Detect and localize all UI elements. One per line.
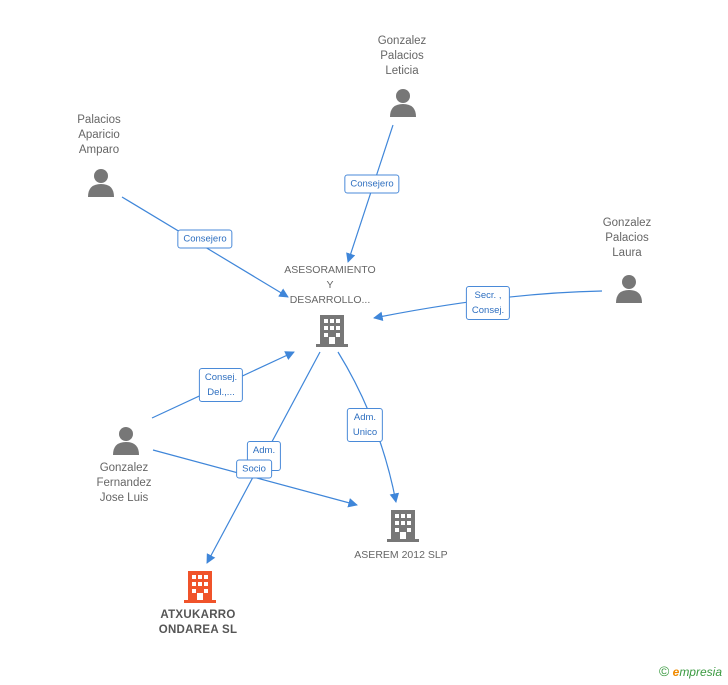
brand-logo-e: e: [672, 665, 680, 679]
edge-label-laura-secr[interactable]: Secr. , Consej.: [465, 286, 511, 320]
node-label-amparo[interactable]: Palacios Aparicio Amparo: [77, 114, 121, 156]
edge-label-socio[interactable]: Socio: [236, 459, 272, 479]
edge-label-joseluis-consej-del[interactable]: Consej. Del.,...: [198, 368, 244, 402]
building-icon-aserem: [387, 510, 419, 542]
edge-label-leticia-consejero[interactable]: Consejero: [344, 174, 400, 194]
edge-label-adm-unico[interactable]: Adm. Unico: [346, 408, 384, 442]
building-icon-asesoramiento: [316, 315, 348, 347]
person-icon-leticia: [390, 89, 416, 117]
brand-logo-text: mpresia: [679, 665, 722, 679]
person-icon-laura: [616, 275, 642, 303]
edge-leticia-asesoramiento: [346, 124, 394, 263]
node-label-aserem[interactable]: ASEREM 2012 SLP: [354, 549, 448, 561]
footer-brand[interactable]: © empresia: [659, 663, 722, 679]
person-icon-jose-luis: [113, 427, 139, 455]
node-label-asesoramiento[interactable]: ASESORAMIENTO Y DESARROLLO...: [284, 264, 376, 306]
node-label-laura[interactable]: Gonzalez Palacios Laura: [602, 217, 652, 259]
person-icon-amparo: [88, 169, 114, 197]
copyright-icon: ©: [658, 663, 670, 679]
node-label-leticia[interactable]: Gonzalez Palacios Leticia: [377, 35, 427, 77]
building-icon-atxukarro: [184, 571, 216, 603]
node-label-jose-luis[interactable]: Gonzalez Fernandez Jose Luis: [96, 462, 152, 504]
node-label-atxukarro[interactable]: ATXUKARRO ONDAREA SL: [158, 609, 238, 636]
edge-label-amparo-consejero[interactable]: Consejero: [177, 229, 233, 249]
